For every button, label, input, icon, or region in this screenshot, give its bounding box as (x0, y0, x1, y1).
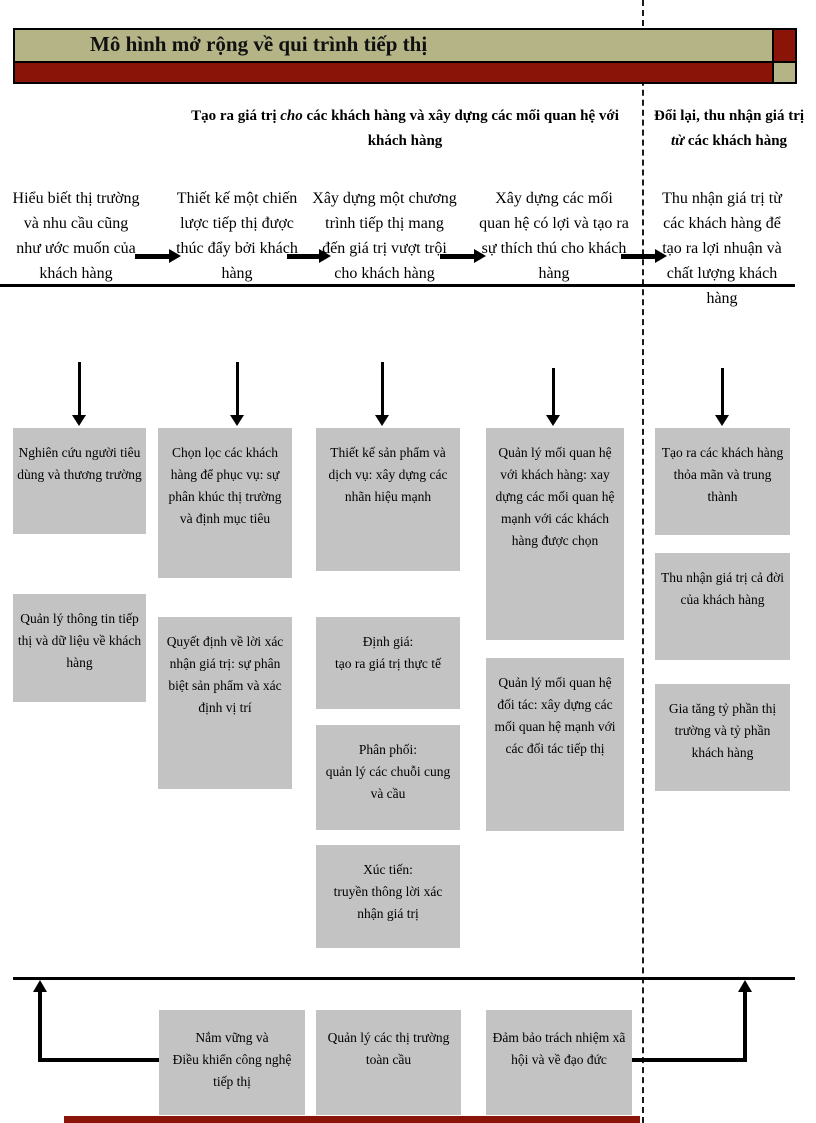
feedback-horizontal-right (632, 1058, 746, 1062)
flow-arrow-right-3 (440, 249, 486, 263)
box-distribution-text: Phân phối: quản lý các chuỗi cung và cầu (325, 742, 451, 801)
value-capture-header: Đổi lại, thu nhận giá trị từ các khách h… (648, 104, 810, 154)
box-pricing-text: Định giá: tạo ra giá trị thực tế (335, 634, 441, 671)
box-market-share-text: Gia tăng tỷ phần thị trường và tỷ phần k… (668, 701, 777, 760)
flow-arrow-right-1 (135, 249, 181, 263)
banner-khaki-block (772, 63, 795, 82)
down-arrow-2 (230, 362, 244, 426)
box-lifetime-value: Thu nhận giá trị cả đời của khách hàng (655, 553, 790, 660)
header-right-italic: từ (670, 133, 685, 149)
box-loyal-customers-text: Tạo ra các khách hàng thỏa mãn và trung … (661, 445, 784, 504)
box-segmentation-text: Chọn lọc các khách hàng để phục vụ: sự p… (168, 445, 282, 526)
box-segmentation: Chọn lọc các khách hàng để phục vụ: sự p… (158, 428, 292, 578)
box-crm: Quản lý mối quan hệ với khách hàng: xay … (486, 428, 624, 640)
box-marketing-technology-text: Nắm vững và Điều khiển công nghệ tiếp th… (172, 1030, 292, 1089)
down-arrow-3 (375, 362, 389, 426)
box-global-markets: Quản lý các thị trường toàn cầu (316, 1010, 461, 1115)
lower-horizontal-line (13, 977, 795, 980)
header-left-post: các khách hàng và xây dựng các mối quan … (302, 108, 619, 149)
bottom-red-bar (64, 1116, 640, 1123)
feedback-arrowhead-right (738, 980, 752, 992)
banner-red-bar (15, 63, 795, 82)
box-marketing-info: Quản lý thông tin tiếp thị và dữ liệu về… (13, 594, 146, 702)
header-left-pre: Tạo ra giá trị (191, 108, 281, 124)
box-crm-text: Quản lý mối quan hệ với khách hàng: xay … (495, 445, 615, 548)
feedback-vertical-right (743, 990, 747, 1062)
header-right-pre: Đổi lại, thu nhận giá trị (653, 108, 805, 124)
step-5-heading: Thu nhận giá trị từ các khách hàng để tạ… (662, 190, 782, 307)
box-distribution: Phân phối: quản lý các chuỗi cung và cầu (316, 725, 460, 830)
flow-arrow-right-4 (621, 249, 667, 263)
down-arrow-1 (72, 362, 86, 426)
box-product-design: Thiết kế sản phẩm và dịch vụ: xây dựng c… (316, 428, 460, 571)
value-creation-header: Tạo ra giá trị cho các khách hàng và xây… (180, 104, 630, 154)
box-lifetime-value-text: Thu nhận giá trị cả đời của khách hàng (661, 570, 784, 607)
upper-horizontal-line (0, 284, 795, 287)
box-market-share: Gia tăng tỷ phần thị trường và tỷ phần k… (655, 684, 790, 791)
box-pricing: Định giá: tạo ra giá trị thực tế (316, 617, 460, 709)
down-arrow-4 (546, 368, 560, 426)
box-social-responsibility: Đảm bảo trách nhiệm xã hội và về đạo đức (486, 1010, 632, 1115)
box-marketing-technology: Nắm vững và Điều khiển công nghệ tiếp th… (159, 1010, 305, 1115)
box-social-responsibility-text: Đảm bảo trách nhiệm xã hội và về đạo đức (492, 1030, 626, 1067)
title-banner: Mô hình mở rộng về qui trình tiếp thị (13, 28, 797, 84)
box-promotion: Xúc tiến: truyền thông lời xác nhận giá … (316, 845, 460, 948)
header-left-italic: cho (280, 108, 303, 124)
box-research-text: Nghiên cứu người tiêu dùng và thương trư… (17, 445, 142, 482)
box-partner-management: Quản lý mối quan hệ đối tác: xây dựng cá… (486, 658, 624, 831)
step-3-heading: Xây dựng một chương trình tiếp thị mang … (312, 190, 457, 282)
flow-arrow-right-2 (287, 249, 331, 263)
feedback-arrowhead-left (33, 980, 47, 992)
box-global-markets-text: Quản lý các thị trường toàn cầu (327, 1030, 450, 1067)
phase-separator-dotted-line (642, 0, 644, 1123)
box-value-proposition-text: Quyết định về lời xác nhận giá trị: sự p… (166, 634, 284, 715)
header-right-post: các khách hàng (684, 133, 788, 149)
banner-khaki-bar: Mô hình mở rộng về qui trình tiếp thị (15, 30, 795, 63)
feedback-vertical-left (38, 990, 42, 1062)
banner-red-block (772, 30, 795, 61)
box-promotion-text: Xúc tiến: truyền thông lời xác nhận giá … (333, 862, 443, 921)
box-value-proposition: Quyết định về lời xác nhận giá trị: sự p… (158, 617, 292, 789)
step-4-heading: Xây dựng các mối quan hệ có lợi và tạo r… (479, 190, 629, 282)
step-2-heading: Thiết kế một chiến lược tiếp thị được th… (176, 190, 298, 282)
box-research: Nghiên cứu người tiêu dùng và thương trư… (13, 428, 146, 534)
feedback-horizontal-left (38, 1058, 160, 1062)
box-loyal-customers: Tạo ra các khách hàng thỏa mãn và trung … (655, 428, 790, 535)
box-product-design-text: Thiết kế sản phẩm và dịch vụ: xây dựng c… (328, 445, 448, 504)
diagram-title: Mô hình mở rộng về qui trình tiếp thị (90, 32, 428, 56)
box-marketing-info-text: Quản lý thông tin tiếp thị và dữ liệu về… (17, 611, 142, 670)
box-partner-management-text: Quản lý mối quan hệ đối tác: xây dựng cá… (494, 675, 616, 756)
down-arrow-5 (715, 368, 729, 426)
step-1-heading: Hiểu biết thị trường và nhu cầu cũng như… (12, 190, 140, 282)
